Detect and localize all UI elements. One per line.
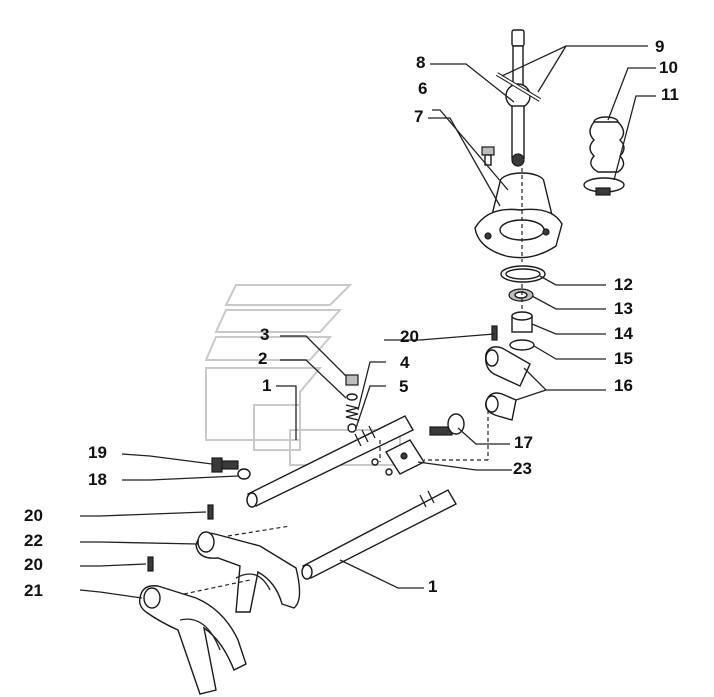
selector-rod-lower (301, 489, 457, 580)
shift-fork-lower (138, 585, 247, 695)
roll-pin-rod (491, 325, 498, 341)
bush (511, 311, 533, 333)
callout-10: 10 (659, 58, 678, 77)
callout-20-left-lower: 20 (24, 555, 43, 574)
bolt-19 (211, 457, 239, 473)
callout-13: 13 (614, 299, 633, 318)
gasket-ring (500, 265, 546, 283)
callout-6: 6 (418, 79, 427, 98)
callout-9: 9 (655, 37, 664, 56)
o-ring (509, 339, 535, 351)
shift-fork-upper (195, 531, 301, 613)
callout-15: 15 (614, 349, 633, 368)
bolt-6 (481, 146, 495, 166)
callout-20-upper-right: 20 (400, 327, 419, 346)
callout-labels: 9 8 10 6 11 7 12 13 14 3 20 15 2 4 16 1 … (24, 37, 679, 600)
callout-21: 21 (24, 581, 43, 600)
callout-3: 3 (260, 325, 269, 344)
shift-lug-upper (484, 346, 531, 387)
leader-lines (79, 45, 656, 599)
callout-8: 8 (416, 53, 425, 72)
selector-rod-upper (246, 415, 414, 508)
callout-2: 2 (258, 349, 267, 368)
callout-18: 18 (88, 470, 107, 489)
lever-housing (474, 172, 563, 259)
callout-20-left-upper: 20 (24, 506, 43, 525)
detent-spring (345, 374, 359, 433)
callout-16: 16 (614, 376, 633, 395)
callout-1-lower: 1 (428, 577, 437, 596)
callout-11: 11 (661, 85, 679, 104)
callout-19: 19 (88, 443, 107, 462)
callout-12: 12 (614, 275, 633, 294)
interlock-plate (371, 439, 426, 476)
callout-22: 22 (24, 531, 43, 550)
callout-14: 14 (614, 324, 633, 343)
roll-pin-upper (207, 504, 214, 520)
rubber-boot (589, 116, 625, 173)
callout-1-upper: 1 (262, 376, 271, 395)
rod-grooves (354, 425, 435, 508)
lever-pin (495, 72, 542, 102)
callout-17: 17 (514, 433, 533, 452)
roll-pin-lower (147, 556, 154, 572)
callout-23: 23 (513, 459, 532, 478)
alignment-lines (183, 168, 523, 595)
callout-4: 4 (400, 353, 410, 372)
callout-7: 7 (414, 107, 423, 126)
boot-clamp (583, 177, 625, 196)
washer-18 (237, 468, 251, 480)
threaded-stud (429, 413, 465, 436)
callout-5: 5 (399, 377, 408, 396)
shift-lug-lower (485, 392, 517, 421)
spring-seat (508, 288, 534, 302)
